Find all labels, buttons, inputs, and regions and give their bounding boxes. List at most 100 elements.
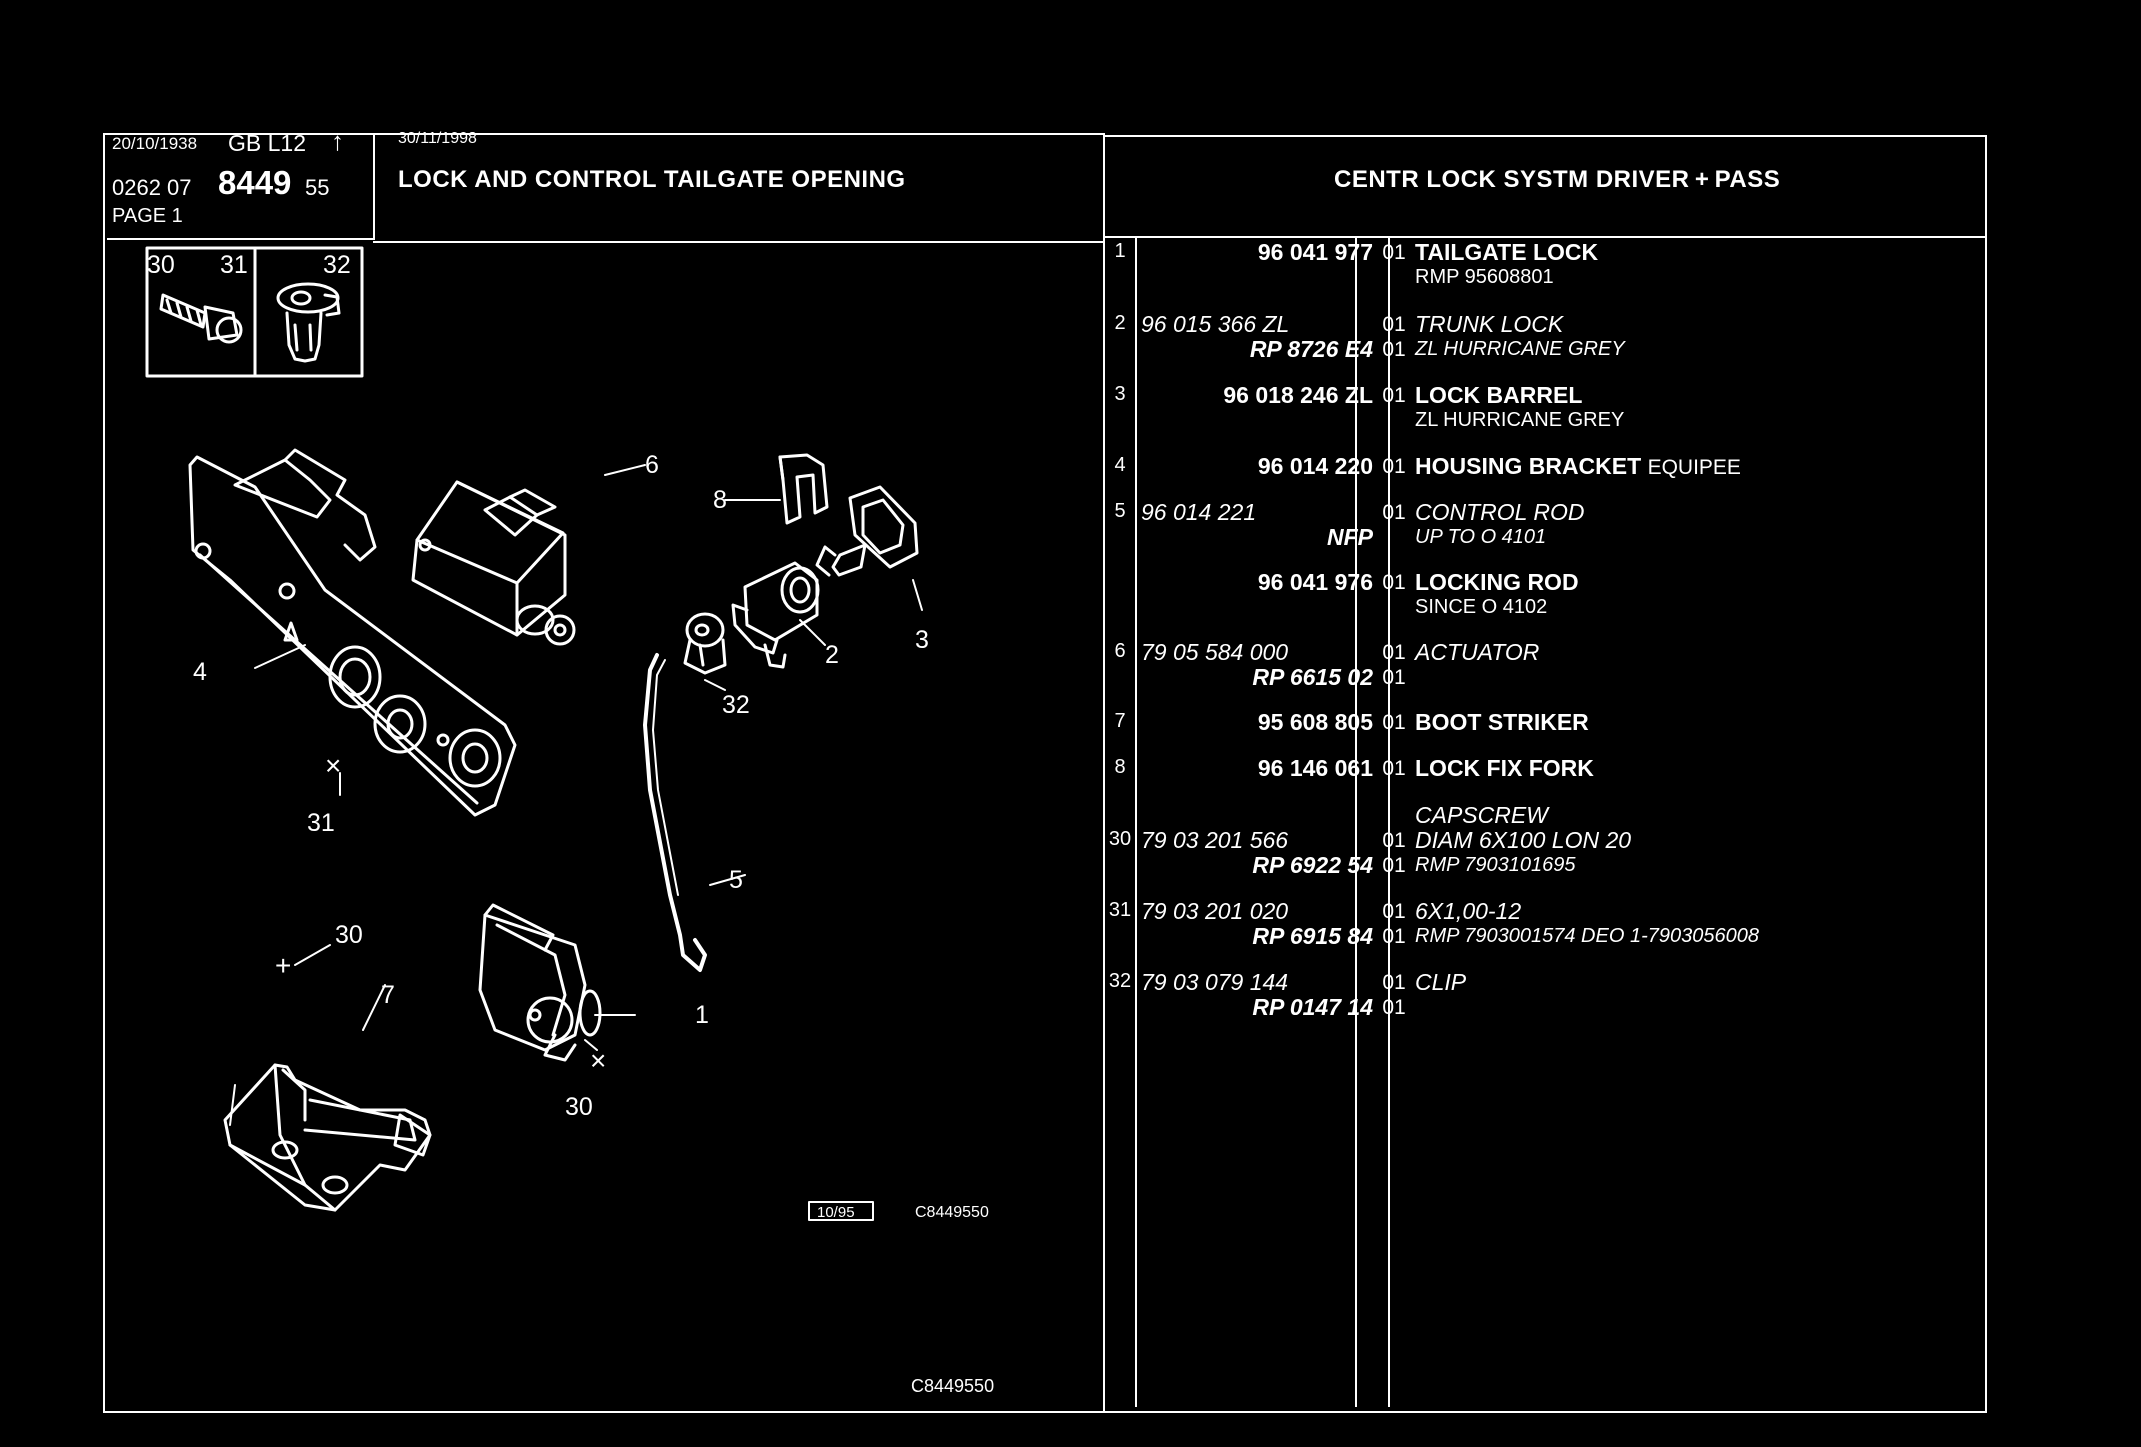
row-index: 5 [1114, 500, 1126, 522]
description-line-2: RMP 7903001574 DEO 1-7903056008 [1415, 925, 1759, 947]
reference-line-2: RP 0147 14 [1252, 994, 1373, 1020]
housing-bracket-drawing [188, 448, 517, 817]
description-main: CLIP [1415, 969, 1467, 995]
diagram-callouts: 6 8 3 2 4 32 31 5 30 7 1 30 [193, 451, 929, 1121]
reference-line-2: RP 6922 54 [1252, 852, 1373, 878]
row-quantity: 01 [1379, 240, 1409, 290]
quantity-line-2: 01 [1382, 666, 1406, 689]
row-quantity: 01 [1379, 500, 1409, 550]
quantity-line-1: 01 [1382, 641, 1406, 664]
row-index: 6 [1114, 640, 1126, 662]
row-index: 4 [1114, 454, 1126, 476]
row-description: CLIP [1415, 970, 2015, 1020]
reference-line-1: 95 608 805 [1257, 709, 1373, 735]
actuator-drawing [411, 480, 576, 646]
table-col-line-1 [1135, 237, 1137, 1407]
tailgate-lock-drawing [478, 903, 602, 1062]
row-index: 7 [1114, 710, 1126, 732]
description-line-1: 6X1,00-12 [1415, 899, 2015, 924]
row-reference: 95 608 805 [1141, 710, 1373, 760]
row-description: BOOT STRIKER [1415, 710, 2015, 760]
callout-label: 6 [645, 451, 659, 479]
quantity-line-1: 01 [1382, 313, 1406, 336]
boot-striker-drawing [223, 1063, 432, 1212]
description-line-1: HOUSING BRACKET EQUIPEE [1415, 453, 2015, 480]
description-main: HOUSING BRACKET [1415, 453, 1642, 479]
quantity-line-2 [1379, 525, 1409, 550]
row-description: ACTUATOR [1415, 640, 2015, 690]
control-rod-inner [652, 659, 679, 896]
description-line-2: ZL HURRICANE GREY [1415, 409, 1625, 431]
reference-line-1: 79 03 201 566 [1141, 827, 1289, 853]
clip-icon [276, 282, 341, 363]
callout-label: 8 [713, 486, 727, 514]
description-suffix: EQUIPEE [1647, 456, 1741, 479]
lock-barrel-drawing [815, 485, 919, 577]
description-main: ACTUATOR [1415, 639, 1540, 665]
reference-line-1: 79 05 584 000 [1141, 639, 1289, 665]
row-index: 3 [1114, 383, 1126, 405]
description-main: BOOT STRIKER [1415, 709, 1589, 735]
control-rod-drawing [643, 653, 707, 972]
header-date-2: 30/11/1998 [398, 130, 477, 147]
row-description: CAPSCREW [1415, 803, 2015, 853]
fastener-icon-box: 30 31 32 [145, 246, 364, 378]
reference-line-2 [1141, 595, 1373, 620]
stamp-text: 10/95 [817, 1204, 855, 1221]
reference-line-1: 96 018 246 ZL [1223, 382, 1373, 408]
description-line-1: TAILGATE LOCK [1415, 240, 2015, 265]
reference-line-2: RP 6915 84 [1252, 923, 1373, 949]
quantity-line-1: 01 [1382, 971, 1406, 994]
description-main: DIAM 6X100 LON 20 [1415, 827, 1632, 853]
header-title-box [373, 133, 1105, 243]
quantity-line-1: 01 [1382, 455, 1406, 478]
callout-label: 7 [381, 981, 395, 1009]
description-line-2: SINCE O 4102 [1415, 596, 1548, 618]
row-reference: 96 041 976 [1141, 570, 1373, 620]
description-main: TAILGATE LOCK [1415, 239, 1599, 265]
header-code: GB L12 [228, 130, 306, 156]
description-line-2 [1415, 995, 2015, 1020]
reference-line-1: 96 041 977 [1257, 239, 1373, 265]
row-index: 31 [1108, 899, 1132, 921]
header-ref-prefix: 0262 07 [112, 175, 192, 200]
description-main: CONTROL ROD [1415, 499, 1585, 525]
header-right-box [1103, 135, 1987, 238]
header-date: 20/10/1938 [112, 134, 198, 153]
description-line-1: ACTUATOR [1415, 640, 2015, 665]
parts-row: 7 95 608 805 01 BOOT STRIKER [1103, 710, 1983, 770]
quantity-line-1: 01 [1382, 384, 1406, 407]
description-line-2 [1415, 665, 2015, 690]
callout-label: 4 [193, 658, 207, 686]
header-page: PAGE 1 [112, 205, 183, 227]
callout-label: 31 [307, 809, 335, 837]
callout-label: 2 [825, 641, 839, 669]
leader-lines [229, 464, 923, 1126]
row-reference: 96 018 246 ZL [1141, 383, 1373, 433]
header-ref-suffix: 55 [305, 175, 330, 200]
quantity-line-1: 01 [1382, 501, 1406, 524]
row-description: HOUSING BRACKET EQUIPEE [1415, 454, 2015, 504]
description-line-2: UP TO O 4101 [1415, 526, 1547, 548]
icon-label-31: 31 [220, 251, 248, 279]
quantity-line-1: 01 [1382, 711, 1406, 734]
screw-icon [159, 293, 243, 344]
callout-label: 30 [335, 921, 363, 949]
